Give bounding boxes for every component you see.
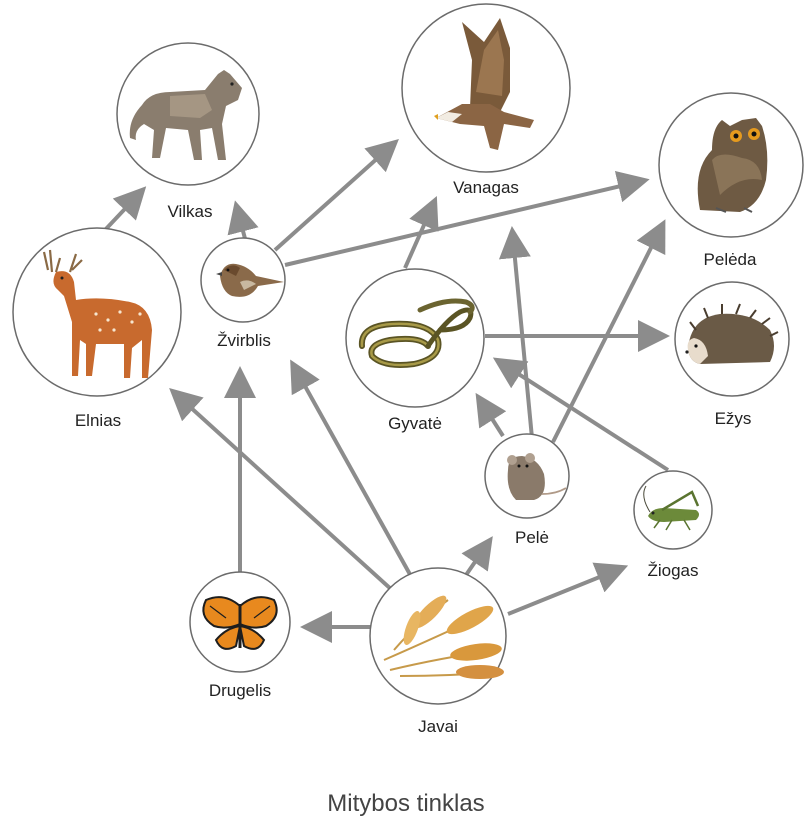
node-label: Žiogas (647, 561, 698, 580)
node-label: Elnias (75, 411, 121, 430)
diagram-title: Mitybos tinklas (327, 790, 484, 817)
node-pele: Pelė (485, 434, 569, 547)
node-drugelis: Drugelis (190, 572, 290, 700)
node-ezys: Ežys (675, 282, 789, 428)
arrow-javai-to-ziogas (508, 570, 617, 614)
node-gyvate: Gyvatė (346, 269, 484, 433)
node-label: Pelė (515, 528, 549, 547)
node-javai: Javai (370, 568, 506, 736)
node-zvirblis: Žvirblis (201, 238, 285, 350)
node-label: Gyvatė (388, 414, 442, 433)
node-label: Vanagas (453, 178, 519, 197)
node-elnias: Elnias (13, 228, 181, 430)
node-vanagas: Vanagas (402, 4, 570, 197)
node-vilkas: Vilkas (117, 43, 259, 221)
arrow-elnias-to-vilkas (105, 195, 138, 230)
arrow-zvirblis-to-vanagas (275, 147, 390, 250)
node-peleda: Pelėda (659, 93, 803, 269)
node-label: Pelėda (704, 250, 757, 269)
node-label: Drugelis (209, 681, 271, 700)
node-label: Vilkas (167, 202, 212, 221)
node-label: Ežys (715, 409, 752, 428)
arrow-javai-to-pele (466, 546, 486, 575)
arrow-javai-to-elnias (178, 396, 392, 590)
node-label: Žvirblis (217, 331, 271, 350)
node-label: Javai (418, 717, 458, 736)
arrow-pele-to-gyvate (482, 403, 503, 436)
node-ziogas: Žiogas (634, 471, 712, 580)
